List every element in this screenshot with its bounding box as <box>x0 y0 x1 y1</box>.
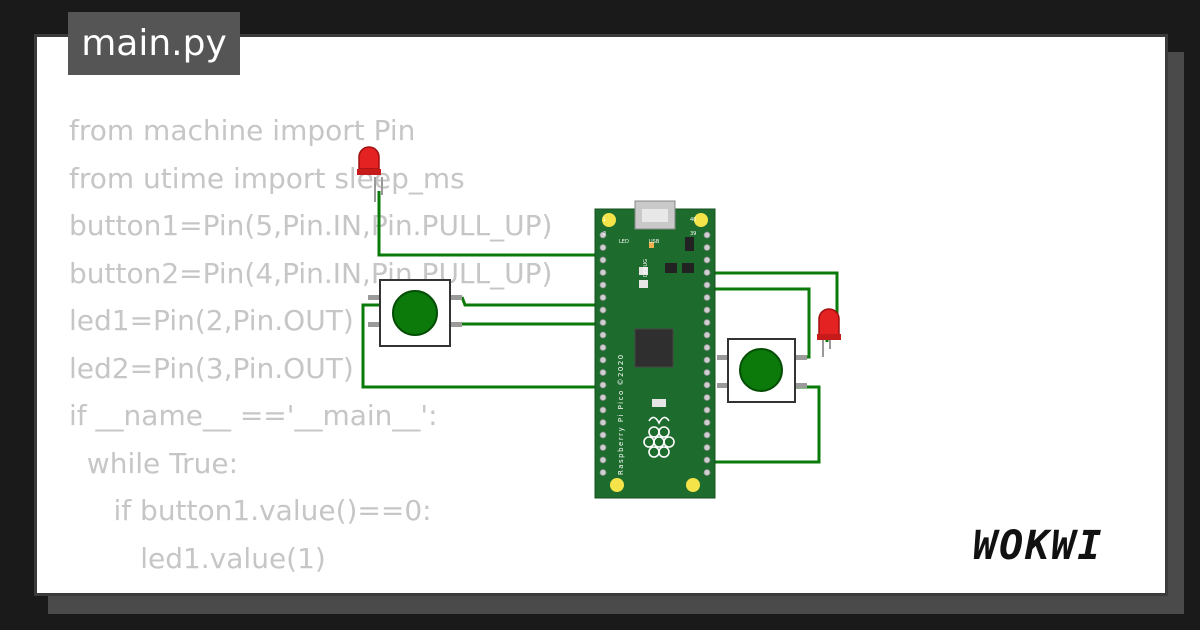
pico-board[interactable]: DEBUG LED USB 1 2 39 40 Raspberry Pi Pic… <box>594 200 716 499</box>
code-line: from utime import sleep_ms <box>69 161 465 195</box>
code-line: from machine import Pin <box>69 114 416 147</box>
pin-40-label: 40 <box>690 217 696 223</box>
pico-pin-hole[interactable] <box>703 256 711 264</box>
code-line: led1.value(1) <box>69 541 326 575</box>
pico-pin-hole[interactable] <box>599 281 607 289</box>
pin-39-label: 39 <box>690 231 696 237</box>
pico-pin-hole[interactable] <box>703 419 711 426</box>
wire-button1-gnd <box>361 303 602 389</box>
pico-pin-hole[interactable] <box>703 231 711 239</box>
code-line: button2=Pin(4,Pin.IN,Pin.PULL_UP) <box>69 256 553 290</box>
button2[interactable] <box>717 338 807 403</box>
pico-pin-hole[interactable] <box>599 406 607 414</box>
pico-pin-hole[interactable] <box>703 306 711 314</box>
code-line: if __name__ =='__main__': <box>69 399 438 432</box>
wire-led1 <box>377 191 604 267</box>
pico-pin-hole[interactable] <box>599 369 607 376</box>
code-line: led2=Pin(3,Pin.OUT) <box>69 351 354 385</box>
pico-pin-hole[interactable] <box>599 444 607 451</box>
code-line: else: <box>69 582 552 593</box>
raspberry-logo-icon <box>643 416 675 458</box>
pico-pin-hole[interactable] <box>599 231 607 239</box>
pico-pin-hole[interactable] <box>703 356 711 364</box>
debug-label: DEBUG <box>643 259 649 277</box>
pico-pin-hole[interactable] <box>599 356 607 364</box>
pico-pin-hole[interactable] <box>703 294 711 301</box>
pico-pin-hole[interactable] <box>599 381 607 389</box>
code-editor: from machine import Pin from utime import… <box>69 107 553 593</box>
pico-pin-hole[interactable] <box>599 294 607 301</box>
code-line: if button1.value()==0: <box>69 494 432 527</box>
wire-button1-top <box>460 296 602 307</box>
pico-pins <box>599 231 711 476</box>
pico-pin-hole[interactable] <box>599 256 607 264</box>
led-label: LED <box>619 239 629 245</box>
pico-pin-hole[interactable] <box>599 244 607 251</box>
pin-1-label: 1 <box>603 217 606 223</box>
usb-label: USB <box>649 239 660 245</box>
pico-pin-hole[interactable] <box>703 381 711 389</box>
preview-card: from machine import Pin from utime import… <box>34 34 1168 596</box>
pico-pin-hole[interactable] <box>703 456 711 464</box>
pico-pin-hole[interactable] <box>703 281 711 289</box>
pico-pin-hole[interactable] <box>599 431 607 439</box>
led1[interactable] <box>357 146 383 202</box>
file-tab-main-py[interactable]: main.py <box>68 12 240 75</box>
code-line: button1=Pin(5,Pin.IN,Pin.PULL_UP) <box>69 209 553 242</box>
pico-pin-hole[interactable] <box>703 406 711 414</box>
pico-pin-hole[interactable] <box>703 469 711 476</box>
button1[interactable] <box>368 279 462 347</box>
wokwi-logo[interactable]: WOKWI <box>973 521 1143 571</box>
pico-pin-hole[interactable] <box>703 269 711 276</box>
code-line: led1=Pin(2,Pin.OUT) <box>69 304 354 337</box>
wokwi-logo-text: WOKWI <box>973 523 1103 569</box>
pin-2-label: 2 <box>603 231 606 237</box>
pico-pin-hole[interactable] <box>599 306 607 314</box>
led2[interactable] <box>817 308 841 357</box>
pico-pin-hole[interactable] <box>599 419 607 426</box>
pico-pin-hole[interactable] <box>703 244 711 251</box>
pico-pin-hole[interactable] <box>703 331 711 339</box>
circuit-diagram: DEBUG LED USB 1 2 39 40 Raspberry Pi Pic… <box>357 146 841 499</box>
pico-pin-hole[interactable] <box>599 269 607 276</box>
pico-pin-hole[interactable] <box>703 444 711 451</box>
board-name-label: Raspberry Pi Pico ©2020 <box>617 353 625 475</box>
code-line: while True: <box>69 446 239 480</box>
pico-pin-hole[interactable] <box>599 319 607 326</box>
pico-pin-hole[interactable] <box>599 394 607 401</box>
pico-pin-hole[interactable] <box>703 319 711 326</box>
pico-pin-hole[interactable] <box>599 469 607 476</box>
pico-pin-hole[interactable] <box>703 394 711 401</box>
wire-led2-anode <box>710 271 839 333</box>
pico-pin-hole[interactable] <box>599 344 607 351</box>
pico-pin-hole[interactable] <box>703 369 711 376</box>
pico-pin-hole[interactable] <box>599 331 607 339</box>
pico-pin-hole[interactable] <box>599 456 607 464</box>
pico-pin-hole[interactable] <box>703 431 711 439</box>
pico-pin-hole[interactable] <box>703 344 711 351</box>
